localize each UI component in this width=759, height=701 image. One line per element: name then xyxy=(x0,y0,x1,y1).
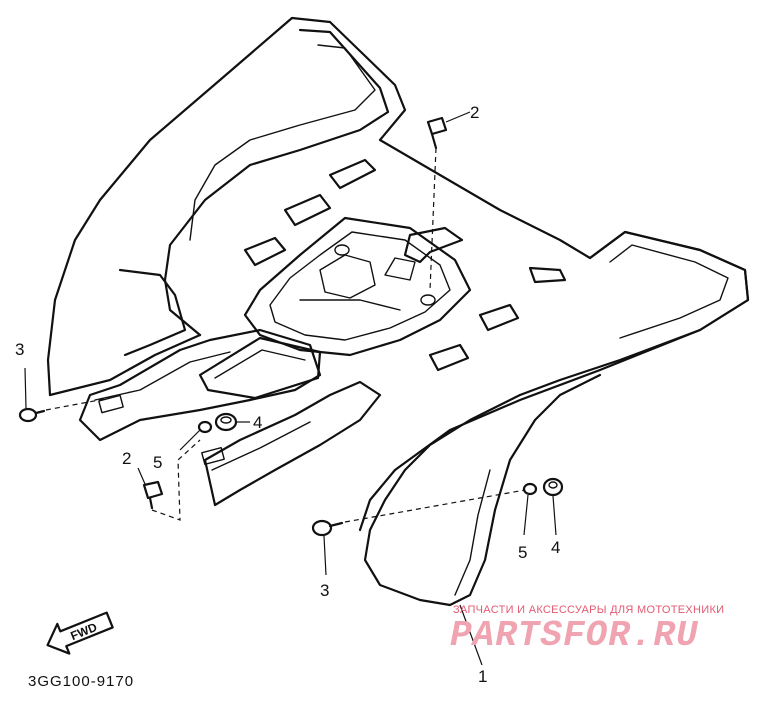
bolt-3-left xyxy=(18,367,111,423)
callout-5-left: 5 xyxy=(153,453,162,472)
rear-fender-part-1 xyxy=(46,16,750,607)
bolt-2-left xyxy=(137,439,201,521)
callout-2-top: 2 xyxy=(470,103,479,122)
bolt-2-top xyxy=(426,111,471,291)
part-code: 3GG100-9170 xyxy=(28,673,134,690)
collar-4-left xyxy=(214,412,250,432)
watermark-brand: PARTSFOR.RU xyxy=(450,615,699,656)
callout-5-right: 5 xyxy=(518,543,527,562)
collar-4-right xyxy=(542,477,564,536)
callout-2-left: 2 xyxy=(122,449,131,468)
bolt-3-right xyxy=(311,489,526,576)
callout-3-left: 3 xyxy=(15,340,24,359)
callout-4-left: 4 xyxy=(253,413,262,432)
leader-part-1 xyxy=(459,604,483,666)
washer-5-right xyxy=(522,482,538,536)
watermark-tagline: ЗАПЧАСТИ И АКСЕССУАРЫ ДЛЯ МОТОТЕХНИКИ xyxy=(453,604,724,616)
fwd-arrow-icon: FWD xyxy=(46,611,114,655)
washer-5-left xyxy=(179,420,213,451)
callout-3-right: 3 xyxy=(320,581,329,600)
callout-4-right: 4 xyxy=(551,538,560,557)
callout-1: 1 xyxy=(478,667,487,686)
